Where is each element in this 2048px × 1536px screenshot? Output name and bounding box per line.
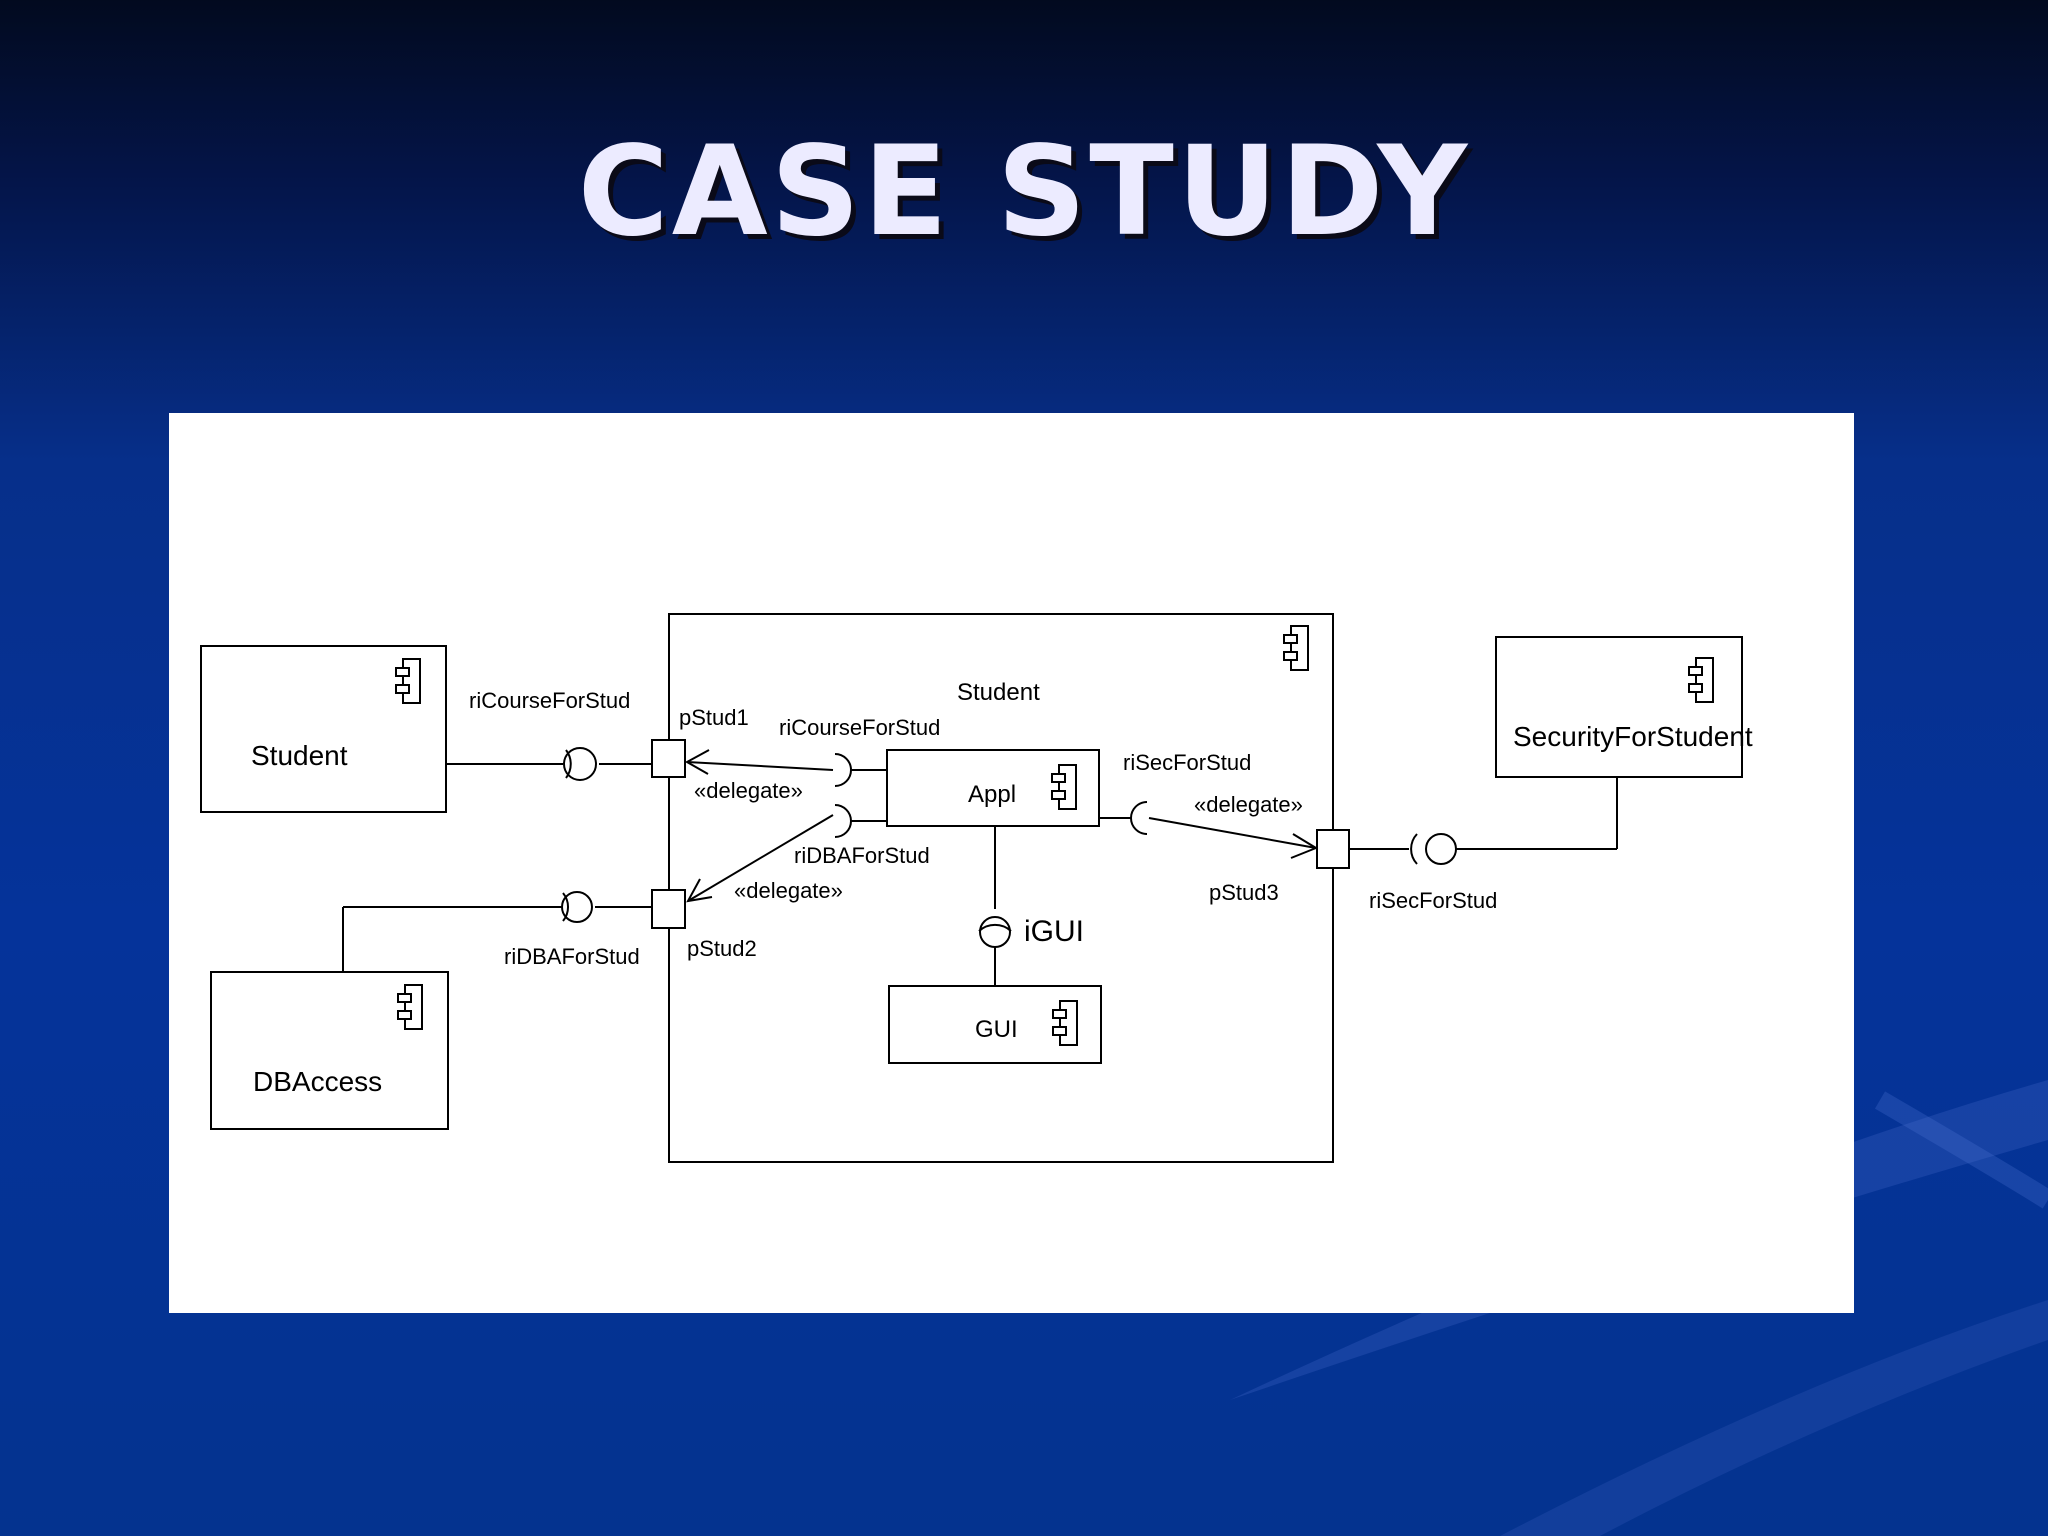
gui-label: GUI [975, 1016, 1018, 1043]
delegate-arrow-sec [1148, 817, 1319, 859]
connector-dbaccess-pstud2 [342, 891, 652, 972]
port-label: pStud1 [679, 705, 749, 730]
port-label: pStud3 [1209, 880, 1279, 905]
security-component: SecurityForStudent [1495, 636, 1753, 778]
gui-component: GUI [888, 985, 1102, 1064]
delegate-label: «delegate» [734, 878, 843, 903]
connector-security-pstud3 [1349, 777, 1618, 865]
composite-label: Student [957, 679, 1040, 706]
dbaccess-component: DBAccess [210, 971, 449, 1130]
delegate-arrow-dba [686, 814, 834, 903]
student-component: Student [200, 645, 447, 813]
dba-required-label: riDBAForStud [794, 843, 930, 868]
component-diagram: Student DBAccess SecurityForStudent Stud… [200, 613, 1753, 1163]
diagram-frame: Student DBAccess SecurityForStudent Stud… [169, 413, 1854, 1313]
security-label: SecurityForStudent [1513, 721, 1753, 752]
appl-dba-required [834, 804, 887, 838]
sec-required-label: riSecForStud [1123, 750, 1251, 775]
appl-label: Appl [968, 781, 1016, 808]
dbaccess-label: DBAccess [253, 1066, 382, 1097]
slide-title: CASE STUDY [577, 120, 1471, 264]
course-interface-label: riCourseForStud [469, 688, 630, 713]
delegate-label: «delegate» [694, 778, 803, 803]
delegate-arrow-course [684, 749, 834, 775]
connector-student-pstud1 [446, 747, 652, 781]
sec-interface-label: riSecForStud [1369, 888, 1497, 913]
port-pstud3: pStud3 [1209, 829, 1350, 905]
appl-component: Appl [886, 749, 1100, 827]
student-composite: Student [668, 613, 1334, 1163]
course-required-label: riCourseForStud [779, 715, 940, 740]
appl-course-required [834, 753, 887, 787]
delegate-label: «delegate» [1194, 792, 1303, 817]
student-label: Student [251, 740, 348, 771]
dba-interface-label: riDBAForStud [504, 944, 640, 969]
port-pstud2: pStud2 [651, 889, 757, 961]
port-pstud1: pStud1 [651, 705, 749, 778]
port-label: pStud2 [687, 936, 757, 961]
connector-appl-gui [978, 826, 1012, 986]
igui-label: iGUI [1024, 915, 1084, 948]
appl-sec-required [1099, 801, 1148, 835]
